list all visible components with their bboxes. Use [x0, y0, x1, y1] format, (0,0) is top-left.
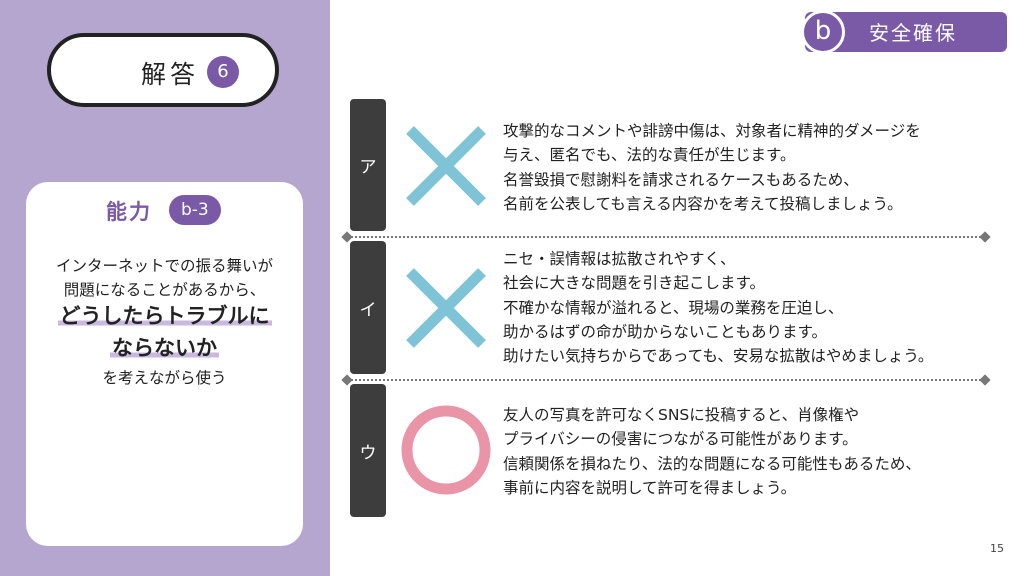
- category-letter-icon: b: [801, 10, 845, 54]
- row-divider: [347, 236, 985, 238]
- row-text-line: プライバシーの侵害につながる可能性があります。: [503, 430, 858, 449]
- row-divider: [347, 379, 985, 381]
- category-badge: b 安全確保: [801, 10, 1007, 54]
- row-tab-a: ア: [350, 99, 386, 231]
- ability-emphasis-text: ならないか: [110, 336, 219, 360]
- ability-card: 能力 b-3 インターネットでの振る舞いが 問題になることがあるから、 どうした…: [26, 182, 303, 546]
- ability-badge: b-3: [169, 195, 221, 225]
- ability-emphasis-text: どうしたらトラブルに: [57, 304, 272, 328]
- row-text-line: 名誉毀損で慰謝料を請求されるケースもあるため、: [503, 170, 859, 189]
- category-title: 安全確保: [869, 21, 957, 45]
- cross-icon: [406, 268, 486, 348]
- answer-number-badge: 6: [207, 56, 239, 88]
- row-text-line: 助けたい気持ちからであっても、安易な拡散はやめましょう。: [503, 347, 934, 366]
- ability-text-line: 問題になることがあるから、: [63, 281, 266, 299]
- ability-emphasis-line: どうしたらトラブルに: [26, 300, 303, 330]
- row-text-line: 助かるはずの命が助からないこともあります。: [503, 322, 827, 341]
- row-tab-label: ア: [359, 157, 377, 178]
- answer-pill: 解答 6: [47, 33, 279, 107]
- page-number: 15: [990, 542, 1004, 555]
- left-panel: 解答 6 能力 b-3 インターネットでの振る舞いが 問題になることがあるから、…: [0, 0, 330, 576]
- row-text-line: 事前に内容を説明して許可を得ましょう。: [503, 478, 797, 497]
- row-text-a: 攻撃的なコメントや誹謗中傷は、対象者に精神的ダメージを 与え、匿名でも、法的な責…: [503, 119, 921, 216]
- row-tab-label: ウ: [359, 443, 377, 463]
- circle-icon: [401, 405, 491, 495]
- row-text-line: 友人の写真を許可なくSNSに投稿すると、肖像権や: [503, 406, 860, 424]
- row-text-line: 信頼関係を損ねたり、法的な問題になる可能性もあるため、: [503, 454, 921, 473]
- row-text-line: 与え、匿名でも、法的な責任が生じます。: [503, 146, 796, 165]
- ability-emphasis-line: ならないか: [26, 332, 303, 362]
- ability-tail-line: を考えながら使う: [102, 369, 227, 387]
- row-text-line: 社会に大きな問題を引き起こします。: [503, 274, 765, 293]
- row-tab-u: ウ: [350, 384, 386, 517]
- cross-icon: [406, 126, 486, 206]
- row-tab-i: イ: [350, 241, 386, 374]
- ability-text-line: インターネットでの振る舞いが: [55, 257, 273, 275]
- row-text-line: 不確かな情報が溢れると、現場の業務を圧迫し、: [503, 298, 844, 317]
- row-tab-label: イ: [359, 300, 377, 320]
- row-text-u: 友人の写真を許可なくSNSに投稿すると、肖像権や プライバシーの侵害につながる可…: [503, 403, 921, 500]
- ability-label: 能力: [106, 200, 152, 224]
- row-text-line: 攻撃的なコメントや誹謗中傷は、対象者に精神的ダメージを: [503, 122, 921, 140]
- row-text-line: ニセ・誤情報は拡散されやすく、: [503, 250, 736, 268]
- row-text-i: ニセ・誤情報は拡散されやすく、 社会に大きな問題を引き起こします。 不確かな情報…: [503, 247, 933, 368]
- answer-label: 解答: [141, 60, 200, 89]
- row-text-line: 名前を公表しても言える内容かを考えて投稿しましょう。: [503, 194, 903, 213]
